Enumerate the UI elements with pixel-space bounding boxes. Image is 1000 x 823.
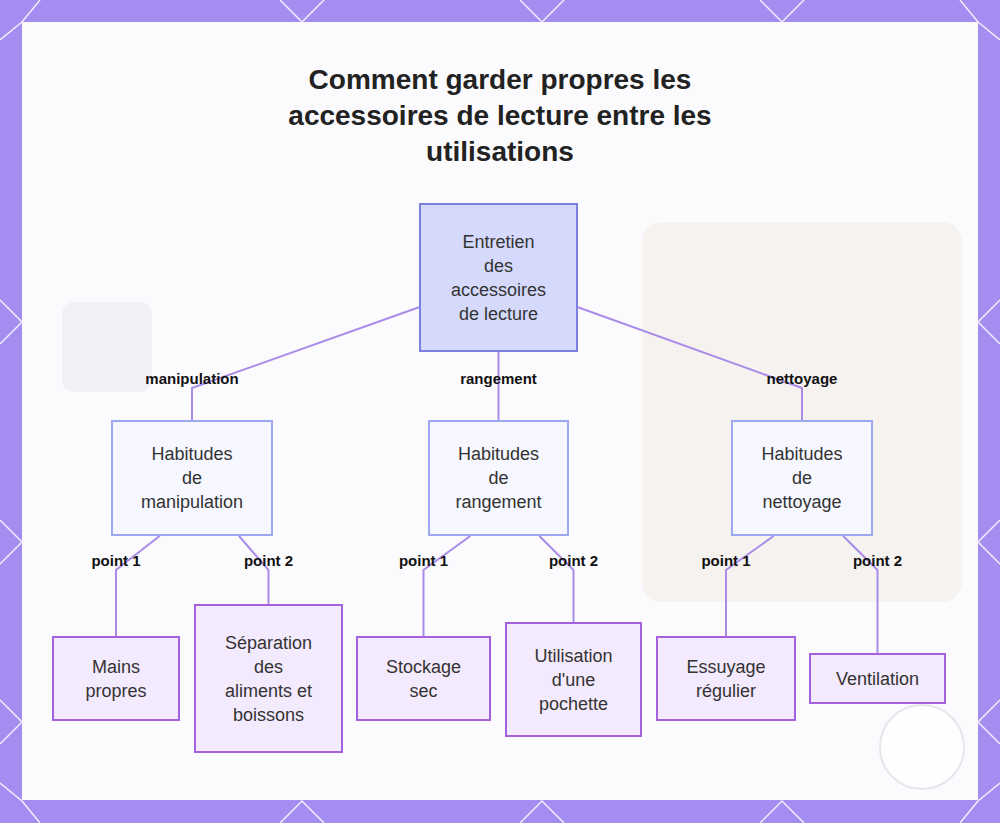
- item-box: Utilisation d'une pochette: [505, 622, 642, 737]
- item-box: Mains propres: [52, 636, 180, 721]
- node-text: Habitudes de nettoyage: [761, 442, 842, 514]
- edge-label: point 1: [399, 552, 448, 569]
- node-text: Entretien des accessoires de lecture: [451, 230, 546, 326]
- edge-label: nettoyage: [767, 370, 838, 387]
- item-box: Ventilation: [809, 653, 946, 704]
- edge-label: rangement: [460, 370, 537, 387]
- node-text: Habitudes de manipulation: [141, 442, 243, 514]
- edge-label: point 2: [244, 552, 293, 569]
- category-box: Habitudes de manipulation: [111, 420, 273, 536]
- node-text: Essuyage régulier: [686, 655, 765, 703]
- node-text: Mains propres: [85, 655, 146, 703]
- connector-line: [578, 307, 802, 420]
- node-text: Utilisation d'une pochette: [534, 644, 612, 716]
- item-box: Séparation des aliments et boissons: [194, 604, 343, 753]
- edge-label: point 1: [91, 552, 140, 569]
- connector-line: [424, 536, 471, 636]
- connector-line: [116, 536, 160, 636]
- edge-label: manipulation: [145, 370, 238, 387]
- connector-line: [726, 536, 774, 636]
- node-text: Habitudes de rangement: [455, 442, 541, 514]
- node-text: Stockage sec: [386, 655, 461, 703]
- category-box: Habitudes de rangement: [428, 420, 569, 536]
- edge-label: point 2: [853, 552, 902, 569]
- diagram-title: Comment garder propres les accessoires d…: [255, 62, 745, 170]
- category-box: Habitudes de nettoyage: [731, 420, 873, 536]
- node-text: Séparation des aliments et boissons: [225, 631, 312, 727]
- edge-label: point 1: [701, 552, 750, 569]
- connector-line: [239, 536, 269, 604]
- connector-line: [192, 307, 419, 420]
- item-box: Stockage sec: [356, 636, 491, 721]
- root-box: Entretien des accessoires de lecture: [419, 203, 578, 352]
- item-box: Essuyage régulier: [656, 636, 796, 721]
- connector-line: [539, 536, 573, 622]
- edge-label: point 2: [549, 552, 598, 569]
- node-text: Ventilation: [836, 667, 919, 691]
